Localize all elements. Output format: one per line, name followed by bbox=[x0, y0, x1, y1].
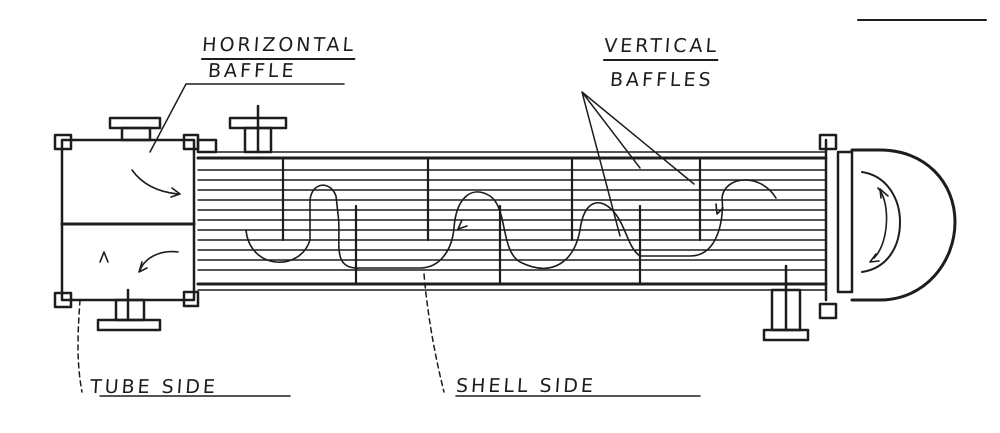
channel-head bbox=[53, 133, 200, 309]
shell-flow-path bbox=[245, 179, 777, 269]
shell-outlet-nozzle bbox=[762, 264, 810, 342]
return-head bbox=[836, 148, 957, 302]
horizontal-baffle-label-line2: BAFFLE bbox=[207, 60, 298, 82]
vertical-baffles-label-line1: VERTICAL bbox=[603, 35, 720, 61]
horizontal-baffle-leader bbox=[149, 83, 345, 153]
vertical-baffles-leader bbox=[581, 91, 695, 237]
shell-side-label: SHELL SIDE bbox=[455, 375, 597, 397]
vertical-baffles bbox=[281, 158, 702, 286]
tube-side-label: TUBE SIDE bbox=[89, 376, 219, 398]
vertical-baffles-label-line2: BAFFLES bbox=[609, 69, 715, 91]
shell-inlet-nozzle bbox=[228, 104, 288, 154]
horizontal-baffle-label-line1: HORIZONTAL bbox=[201, 34, 357, 60]
tube-inlet-nozzle bbox=[108, 116, 162, 142]
tube-side-leader bbox=[77, 299, 83, 393]
vent-nozzle bbox=[196, 138, 218, 154]
shell-body bbox=[196, 133, 838, 320]
shell-side-leader bbox=[423, 273, 445, 393]
tube-flow-arrows bbox=[99, 169, 181, 273]
tube-outlet-nozzle bbox=[96, 288, 162, 332]
leader-lines bbox=[77, 83, 701, 397]
